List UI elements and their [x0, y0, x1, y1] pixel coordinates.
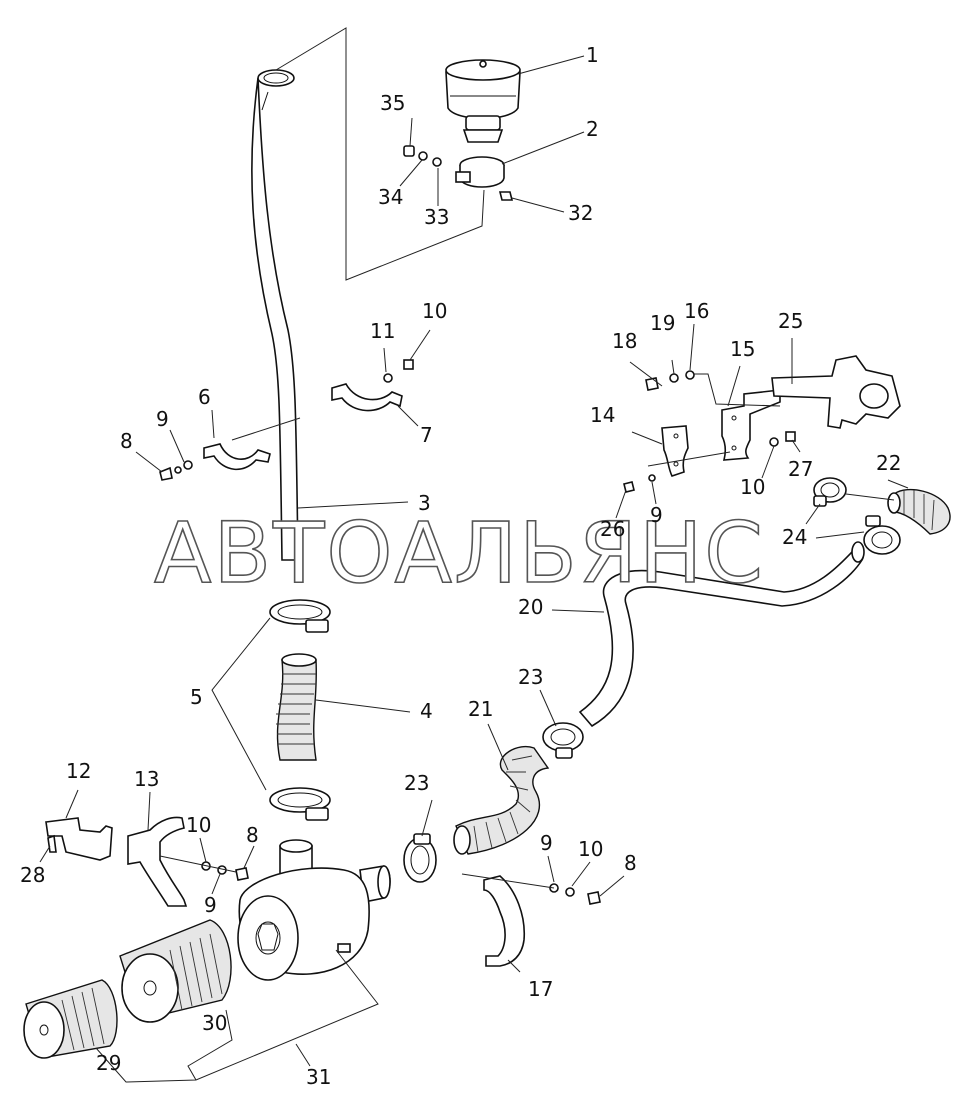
bracket-part-17 [483, 875, 526, 967]
callout-23-upper: 23 [518, 665, 543, 689]
hardware-left-lower [201, 861, 249, 881]
callout-10-lower-right: 10 [578, 837, 603, 861]
callout-11: 11 [370, 319, 395, 343]
bracket-part-25 [771, 355, 901, 429]
callout-25: 25 [778, 309, 803, 333]
bracket-part-15 [721, 389, 781, 461]
hardware-top [403, 145, 514, 201]
callout-8-left: 8 [120, 429, 133, 453]
bracket-part-6 [203, 443, 271, 471]
clamp-part-23-upper [542, 722, 584, 759]
filter-element-part-30 [119, 919, 232, 1023]
callout-30: 30 [202, 1011, 227, 1035]
hardware-right [623, 370, 796, 493]
bracket-part-12 [45, 817, 113, 861]
leader-lines [39, 55, 909, 1083]
callout-1: 1 [586, 43, 599, 67]
bracket-part-13 [127, 816, 188, 907]
callout-26: 26 [600, 517, 625, 541]
callout-9-left: 9 [156, 407, 169, 431]
callout-18: 18 [612, 329, 637, 353]
clamp-part-2 [455, 156, 505, 188]
callout-17: 17 [528, 977, 553, 1001]
callout-35: 35 [380, 91, 405, 115]
callout-15: 15 [730, 337, 755, 361]
callout-12: 12 [66, 759, 91, 783]
callout-10-top: 10 [422, 299, 447, 323]
callout-33: 33 [424, 205, 449, 229]
callout-31: 31 [306, 1065, 331, 1089]
pipe-part-20 [578, 541, 865, 728]
clamp-part-24-upper [813, 477, 847, 507]
hardware-mid-left [159, 359, 414, 481]
callout-19: 19 [650, 311, 675, 335]
callout-4: 4 [420, 699, 433, 723]
callout-34: 34 [378, 185, 403, 209]
callout-8-lower-left: 8 [246, 823, 259, 847]
callout-7: 7 [420, 423, 433, 447]
callout-32: 32 [568, 201, 593, 225]
callout-23-lower: 23 [404, 771, 429, 795]
air-cleaner-housing-part-31 [237, 839, 391, 981]
intake-pipe-part-3 [251, 69, 299, 561]
callout-22: 22 [876, 451, 901, 475]
callout-27: 27 [788, 457, 813, 481]
clamp-part-5-upper [269, 599, 331, 633]
clamp-part-23-lower [403, 833, 437, 883]
assembly-frame-line [275, 27, 485, 281]
callout-10-lower-left: 10 [186, 813, 211, 837]
callout-9-lower-right: 9 [540, 831, 553, 855]
callout-29: 29 [96, 1051, 121, 1075]
clamp-part-24-lower [863, 515, 901, 555]
callout-21: 21 [468, 697, 493, 721]
callout-6: 6 [198, 385, 211, 409]
callout-13: 13 [134, 767, 159, 791]
callout-labels: 1 2 3 4 5 6 7 8 8 8 9 9 9 9 10 10 10 10 … [20, 43, 901, 1089]
hardware-lower-right [549, 883, 601, 905]
callout-28: 28 [20, 863, 45, 887]
bracket-part-7 [331, 383, 403, 412]
callout-3: 3 [418, 491, 431, 515]
callout-14: 14 [590, 403, 615, 427]
corrugated-hose-part-21 [453, 745, 550, 855]
watermark-text: АВТОАЛЬЯНС [154, 504, 765, 602]
bracket-part-14 [661, 425, 689, 477]
corrugated-hose-part-22 [887, 488, 951, 535]
filter-element-part-29 [23, 979, 118, 1059]
callout-20: 20 [518, 595, 543, 619]
corrugated-hose-part-4 [276, 653, 318, 761]
callout-9-right: 9 [650, 503, 663, 527]
callout-8-lower-right: 8 [624, 851, 637, 875]
callout-5: 5 [190, 685, 203, 709]
precleaner-cap-part-1 [445, 59, 521, 143]
callout-10-right: 10 [740, 475, 765, 499]
callout-24: 24 [782, 525, 807, 549]
callout-2: 2 [586, 117, 599, 141]
callout-16: 16 [684, 299, 709, 323]
callout-9-lower-left: 9 [204, 893, 217, 917]
clamp-part-5-lower [269, 787, 331, 821]
